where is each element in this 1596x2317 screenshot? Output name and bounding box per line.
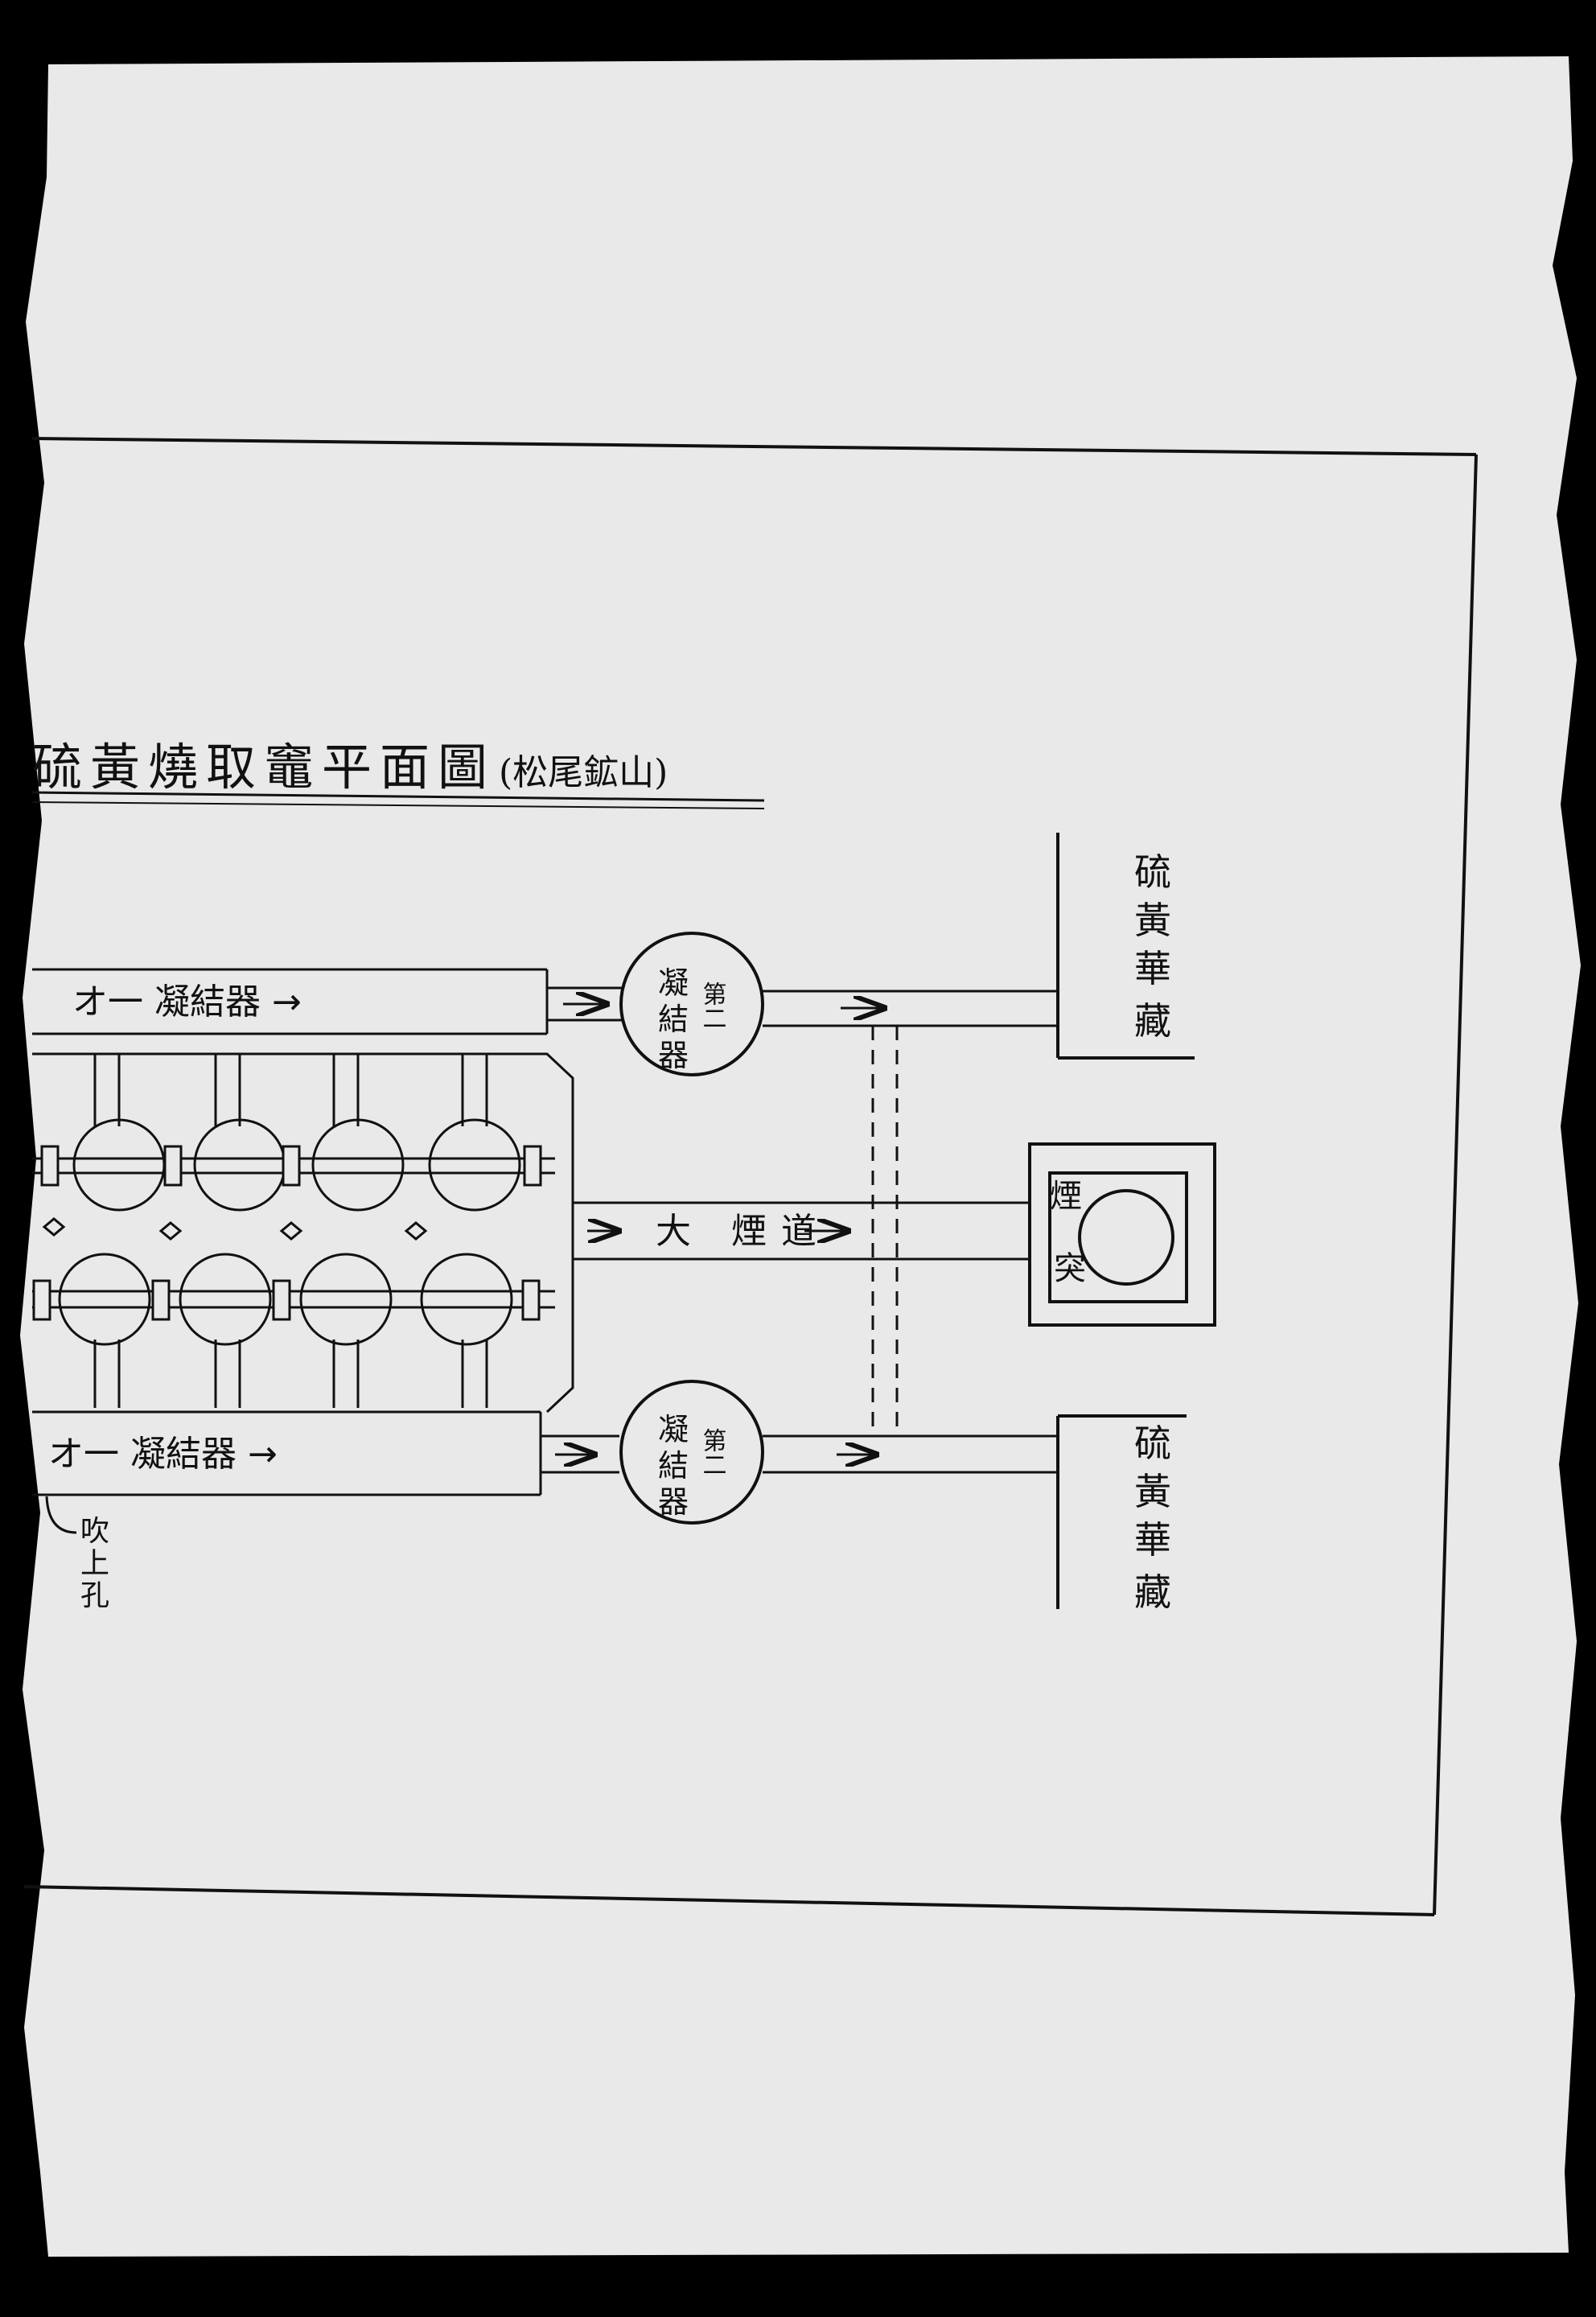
title-underline <box>31 791 765 802</box>
duct-to-second-condenser-top <box>547 986 623 1022</box>
storage-top-char3: 華 <box>1134 947 1171 990</box>
furnace-bottom-pipes <box>93 1340 488 1408</box>
second-condenser-top-char3: 器 <box>658 1038 689 1073</box>
second-condenser-bottom-char1: 凝 <box>658 1412 689 1447</box>
second-condenser-top-prefix: 第二 <box>698 982 726 1030</box>
chimney-char1: 煙 <box>1050 1178 1082 1215</box>
dashed-bypass-duct <box>871 1026 899 1432</box>
furnace-bottom-flanges <box>32 1279 541 1321</box>
storage-bottom-char4: 藏 <box>1134 1570 1171 1614</box>
paper-sheet <box>20 56 1581 2257</box>
main-flue <box>573 1201 1030 1261</box>
second-condenser-top-char1: 凝 <box>658 965 689 1001</box>
first-condenser-bottom <box>32 1410 542 1496</box>
second-condenser-bottom-char3: 器 <box>658 1484 689 1520</box>
second-condenser-top-char2: 結 <box>658 1002 689 1037</box>
second-condenser-bottom <box>619 1380 764 1525</box>
drawing-frame <box>23 437 1478 1916</box>
furnace-top-pipes <box>93 1054 488 1126</box>
duct-to-storage-top <box>763 990 1058 1027</box>
diagram-title: 硫黃燒取竈平面圖 <box>32 738 496 796</box>
blow-hole-char3: 孔 <box>80 1579 109 1612</box>
diagram-subtitle: (松尾鉱山) <box>499 752 668 793</box>
storage-top <box>1056 833 1195 1060</box>
furnace-diamond-marks <box>42 1217 428 1241</box>
furnace-bottom-row <box>32 1253 555 1346</box>
duct-to-storage-bottom <box>763 1434 1058 1474</box>
chimney-char2: 突 <box>1054 1250 1086 1287</box>
chimney <box>1028 1142 1216 1327</box>
storage-top-char1: 硫 <box>1134 850 1171 894</box>
blow-hole-leader <box>45 1496 77 1534</box>
furnace-body <box>32 1052 574 1414</box>
title-underline-2 <box>31 801 765 809</box>
first-condenser-top-label: オ一 凝結器 → <box>72 982 302 1023</box>
furnace-top-flanges <box>40 1145 542 1187</box>
first-condenser-top <box>32 968 549 1035</box>
blow-hole-char2: 上 <box>80 1547 109 1580</box>
storage-bottom-char3: 華 <box>1134 1518 1171 1562</box>
storage-bottom-char2: 黃 <box>1134 1470 1171 1513</box>
storage-bottom-char1: 硫 <box>1134 1422 1171 1465</box>
duct-to-second-condenser-bottom <box>541 1434 619 1474</box>
second-condenser-bottom-prefix: 第二 <box>698 1428 726 1476</box>
storage-top-char2: 黃 <box>1134 899 1171 942</box>
blow-hole-char1: 吹 <box>80 1515 109 1548</box>
second-condenser-top <box>619 932 764 1076</box>
main-flue-label: 大 煙道 <box>656 1211 831 1252</box>
second-condenser-bottom-char2: 結 <box>658 1448 689 1484</box>
storage-top-char4: 藏 <box>1134 999 1171 1043</box>
storage-bottom <box>1056 1414 1187 1609</box>
first-condenser-bottom-label: オ一 凝結器 → <box>48 1434 278 1475</box>
